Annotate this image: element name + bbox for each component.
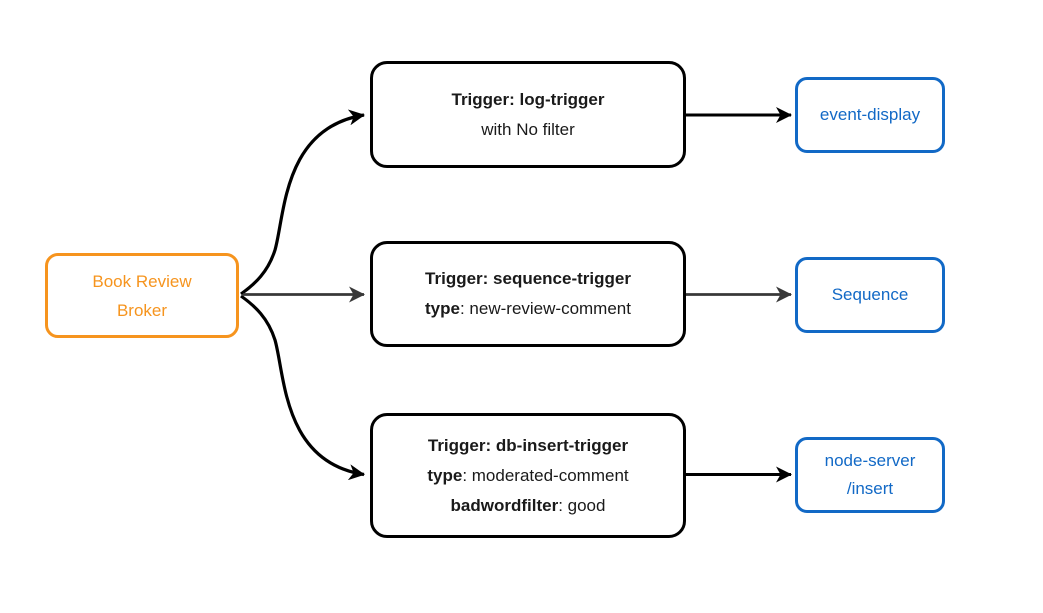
attr-key: type <box>425 299 460 318</box>
broker-label-line1: Book Review <box>92 271 192 291</box>
trigger-title: Trigger: db-insert-trigger <box>427 435 629 455</box>
edge-broker-to-db-insert-trigger <box>240 294 365 481</box>
attr-key: type <box>427 465 463 485</box>
attr-key: badwordfilter <box>450 495 559 515</box>
broker-label-line2: Broker <box>116 300 168 320</box>
sink-label: Sequence <box>831 285 909 304</box>
trigger-attr-line: badwordfilter: good <box>451 491 606 521</box>
sink-label: event-display <box>819 105 921 124</box>
trigger-subtitle: with No filter <box>481 119 575 139</box>
sink-node-event-display: event-display <box>795 77 945 153</box>
sink-node-sequence: Sequence <box>795 257 945 333</box>
attr-value: : new-review-comment <box>459 299 631 318</box>
sink-node-node-server-insert: node-server /insert <box>795 437 945 513</box>
trigger-attr-line: type: new-review-comment <box>425 294 631 324</box>
trigger-attr-line: type: moderated-comment <box>427 461 628 491</box>
edge-broker-to-log-trigger <box>240 109 365 296</box>
sink-label-line2: /insert <box>846 479 894 498</box>
sink-label-line1: node-server <box>824 451 916 470</box>
attr-value: : moderated-comment <box>462 465 629 485</box>
trigger-node-sequence-trigger: Trigger: sequence-trigger type: new-revi… <box>370 241 686 347</box>
trigger-title: Trigger: log-trigger <box>451 89 605 109</box>
broker-node: Book Review Broker <box>45 253 239 338</box>
attr-value: : good <box>558 495 606 515</box>
trigger-node-log-trigger: Trigger: log-trigger with No filter <box>370 61 686 168</box>
trigger-title: Trigger: sequence-trigger <box>425 269 631 288</box>
trigger-node-db-insert-trigger: Trigger: db-insert-trigger type: moderat… <box>370 413 686 538</box>
